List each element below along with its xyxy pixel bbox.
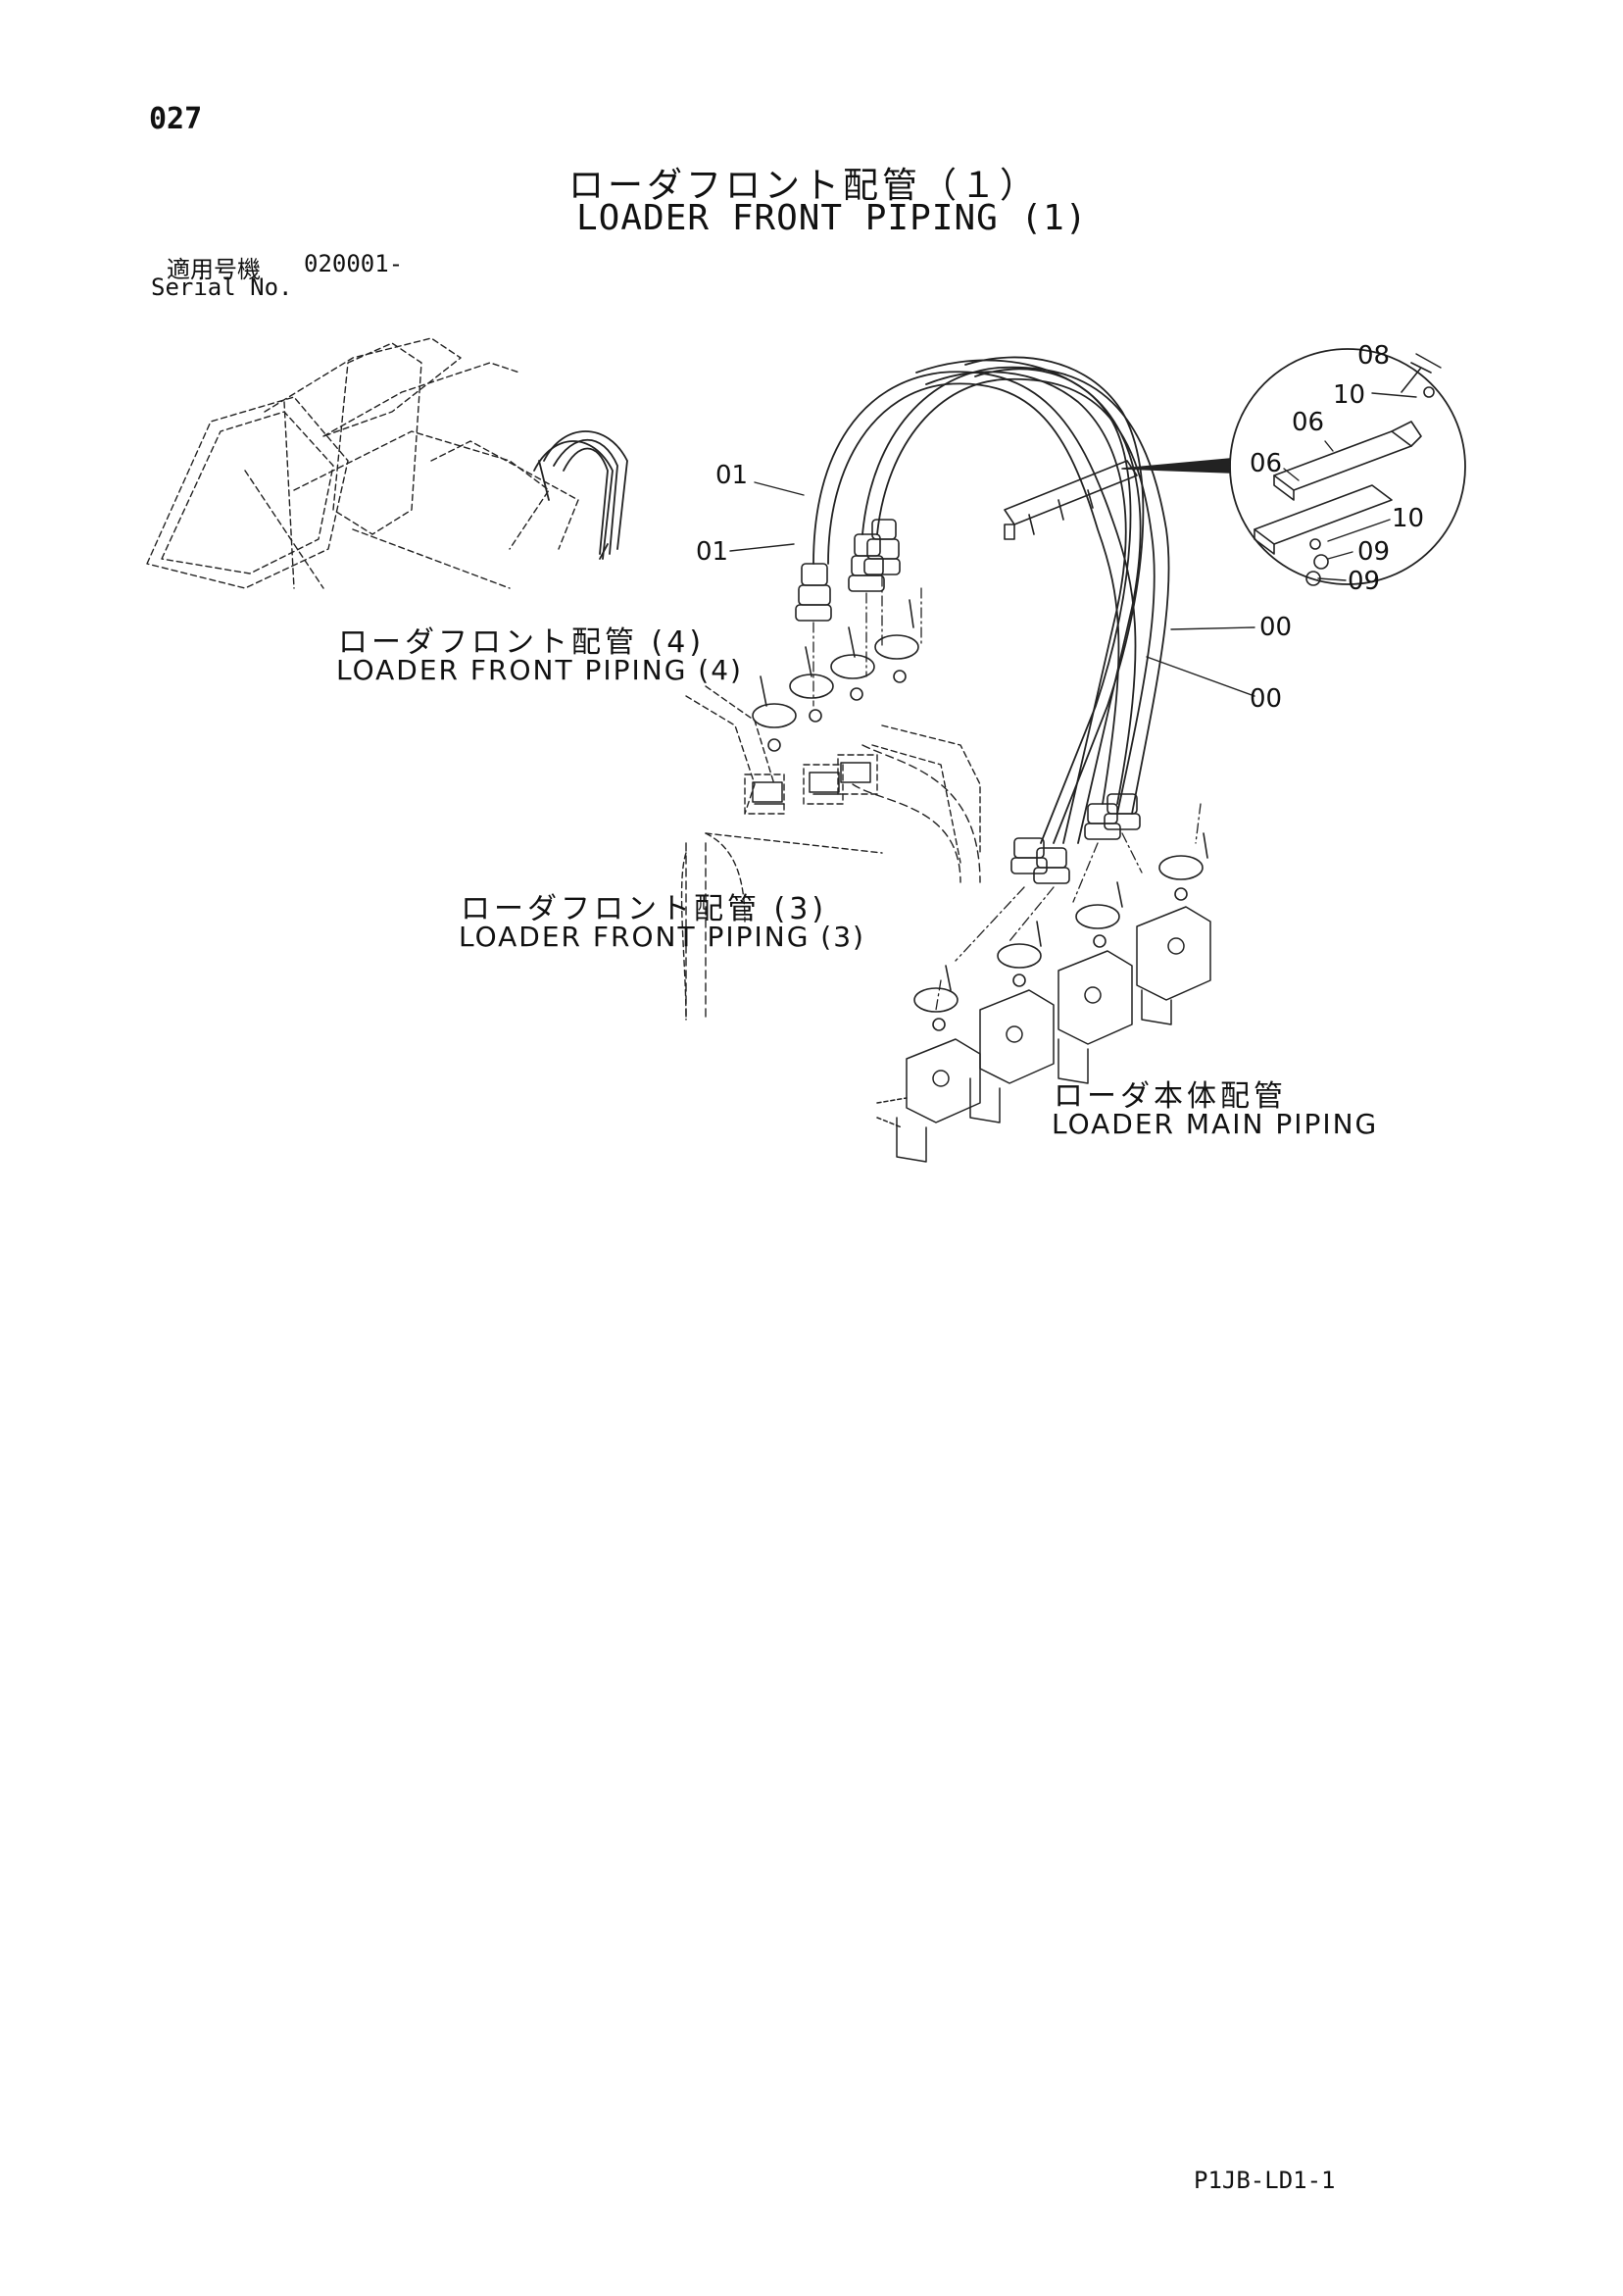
- reference-main-piping-english: LOADER MAIN PIPING: [1052, 1108, 1379, 1140]
- piping-4-connectors: [680, 685, 981, 1021]
- reference-main-piping-japanese: ローダ本体配管: [1054, 1079, 1287, 1114]
- callout-09a: 09: [1357, 537, 1391, 567]
- lower-flanges: [913, 832, 1208, 1031]
- serial-label-japanese: 適用号機: [167, 256, 261, 283]
- valve-blocks: [876, 906, 1211, 1163]
- callout-06a: 06: [1292, 408, 1325, 437]
- loader-overview-thumbnail: [146, 337, 579, 589]
- callout-09b: 09: [1348, 567, 1381, 596]
- serial-number-value: 020001-: [304, 250, 404, 277]
- lower-center-lines: [935, 803, 1202, 1011]
- piping-4-blocks: [752, 762, 871, 805]
- leader-lines: [729, 353, 1442, 697]
- serial-label-english: Serial No.: [151, 274, 293, 301]
- page-number: 027: [149, 102, 203, 136]
- hose-bundle: [812, 356, 1170, 844]
- reference-piping-3-japanese: ローダフロント配管 (3): [461, 892, 828, 926]
- detail-circle: [1229, 348, 1466, 585]
- callout-10a: 10: [1333, 380, 1366, 410]
- piping-3-frame: [685, 744, 981, 1021]
- callout-01a: 01: [715, 461, 749, 490]
- reference-piping-4-japanese: ローダフロント配管 (4): [338, 625, 706, 660]
- callout-00b: 00: [1250, 684, 1283, 714]
- callout-08: 08: [1357, 341, 1391, 371]
- hose-clamp: [1004, 460, 1138, 540]
- callout-00a: 00: [1259, 613, 1293, 642]
- document-code: P1JB-LD1-1: [1194, 2167, 1336, 2194]
- reference-piping-3-english: LOADER FRONT PIPING (3): [459, 921, 865, 953]
- lower-fittings: [1010, 793, 1141, 884]
- callout-01b: 01: [696, 537, 729, 567]
- title-japanese: ローダフロント配管（１）: [568, 166, 1040, 206]
- upper-flange-plates: [752, 599, 919, 752]
- reference-piping-4-english: LOADER FRONT PIPING (4): [336, 654, 743, 686]
- loader-overview-hoses: [533, 430, 628, 560]
- callout-10b: 10: [1392, 504, 1425, 533]
- upper-flanges: [812, 575, 922, 707]
- callout-06b: 06: [1250, 449, 1283, 478]
- detail-bracket: [1254, 362, 1435, 586]
- title-english: LOADER FRONT PIPING (1): [576, 198, 1088, 238]
- upper-fittings: [795, 519, 901, 622]
